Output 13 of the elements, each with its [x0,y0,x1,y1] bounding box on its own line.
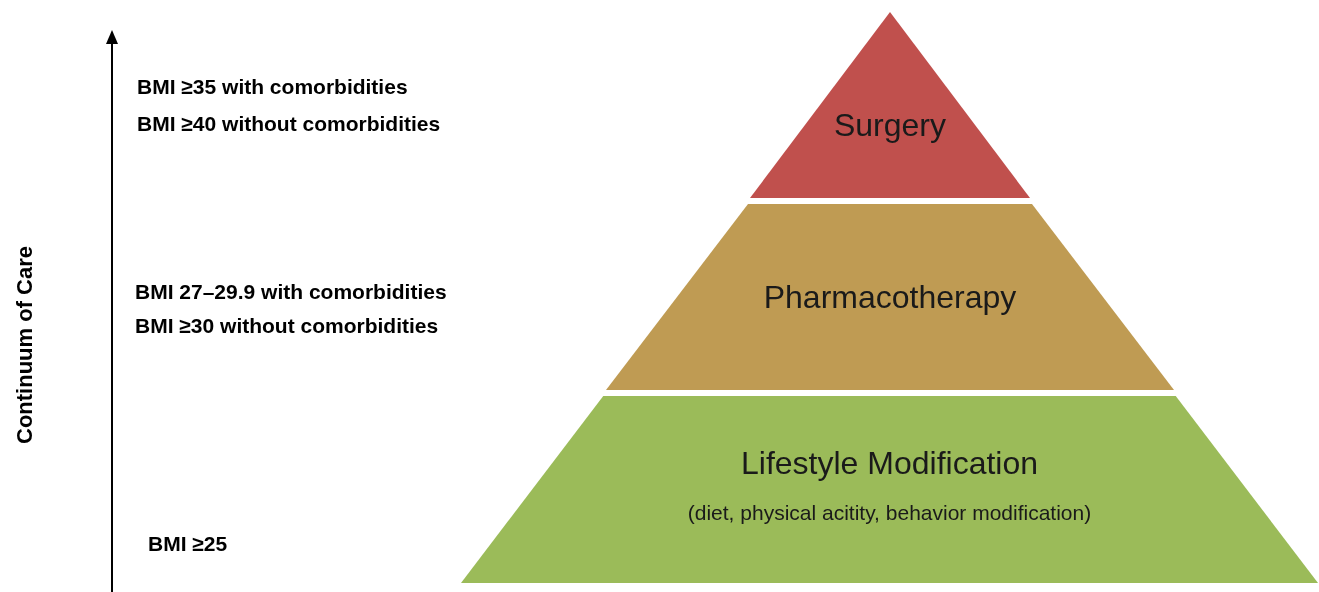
tier-title: Surgery [833,106,946,144]
criteria-text: BMI ≥25 [148,531,228,557]
pyramid-tier [606,204,1174,390]
pyramid-tier [750,12,1030,198]
tier-description: (diet, physical acitity, behavior modification) [687,500,1092,526]
criteria-text: BMI ≥35 with comorbidities [137,74,408,100]
axis-label: Continuum of Care [10,246,38,444]
criteria-text: BMI ≥40 without comorbidities [137,111,441,137]
tier-title: Pharmacotherapy [763,278,1017,316]
criteria-text: BMI 27–29.9 with comorbidities [135,279,447,305]
criteria-text: BMI ≥30 without comorbidities [135,313,439,339]
pyramid-tier [461,396,1318,583]
tier-title: Lifestyle Modification [741,444,1038,482]
